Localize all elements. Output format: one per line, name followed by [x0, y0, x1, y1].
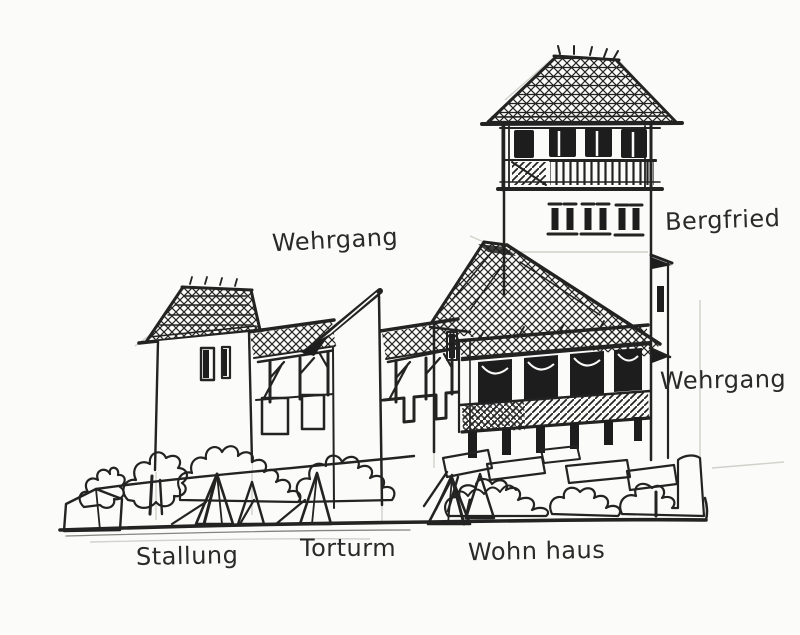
torturm-tower: [300, 288, 384, 509]
label-wohnhaus: Wohn haus: [467, 535, 606, 567]
ground: [58, 496, 709, 537]
wohnhaus-building: [422, 240, 679, 518]
label-bergfried: Bergfried: [664, 203, 781, 237]
main-wehrgang-gallery: [454, 320, 653, 458]
stallung-tower: [137, 276, 265, 472]
label-stallung: Stallung: [135, 541, 239, 571]
label-torturm: Torturm: [300, 534, 397, 562]
bergfried-tower: [480, 45, 684, 462]
label-wehrgang-right: Wehrgang: [659, 364, 787, 396]
